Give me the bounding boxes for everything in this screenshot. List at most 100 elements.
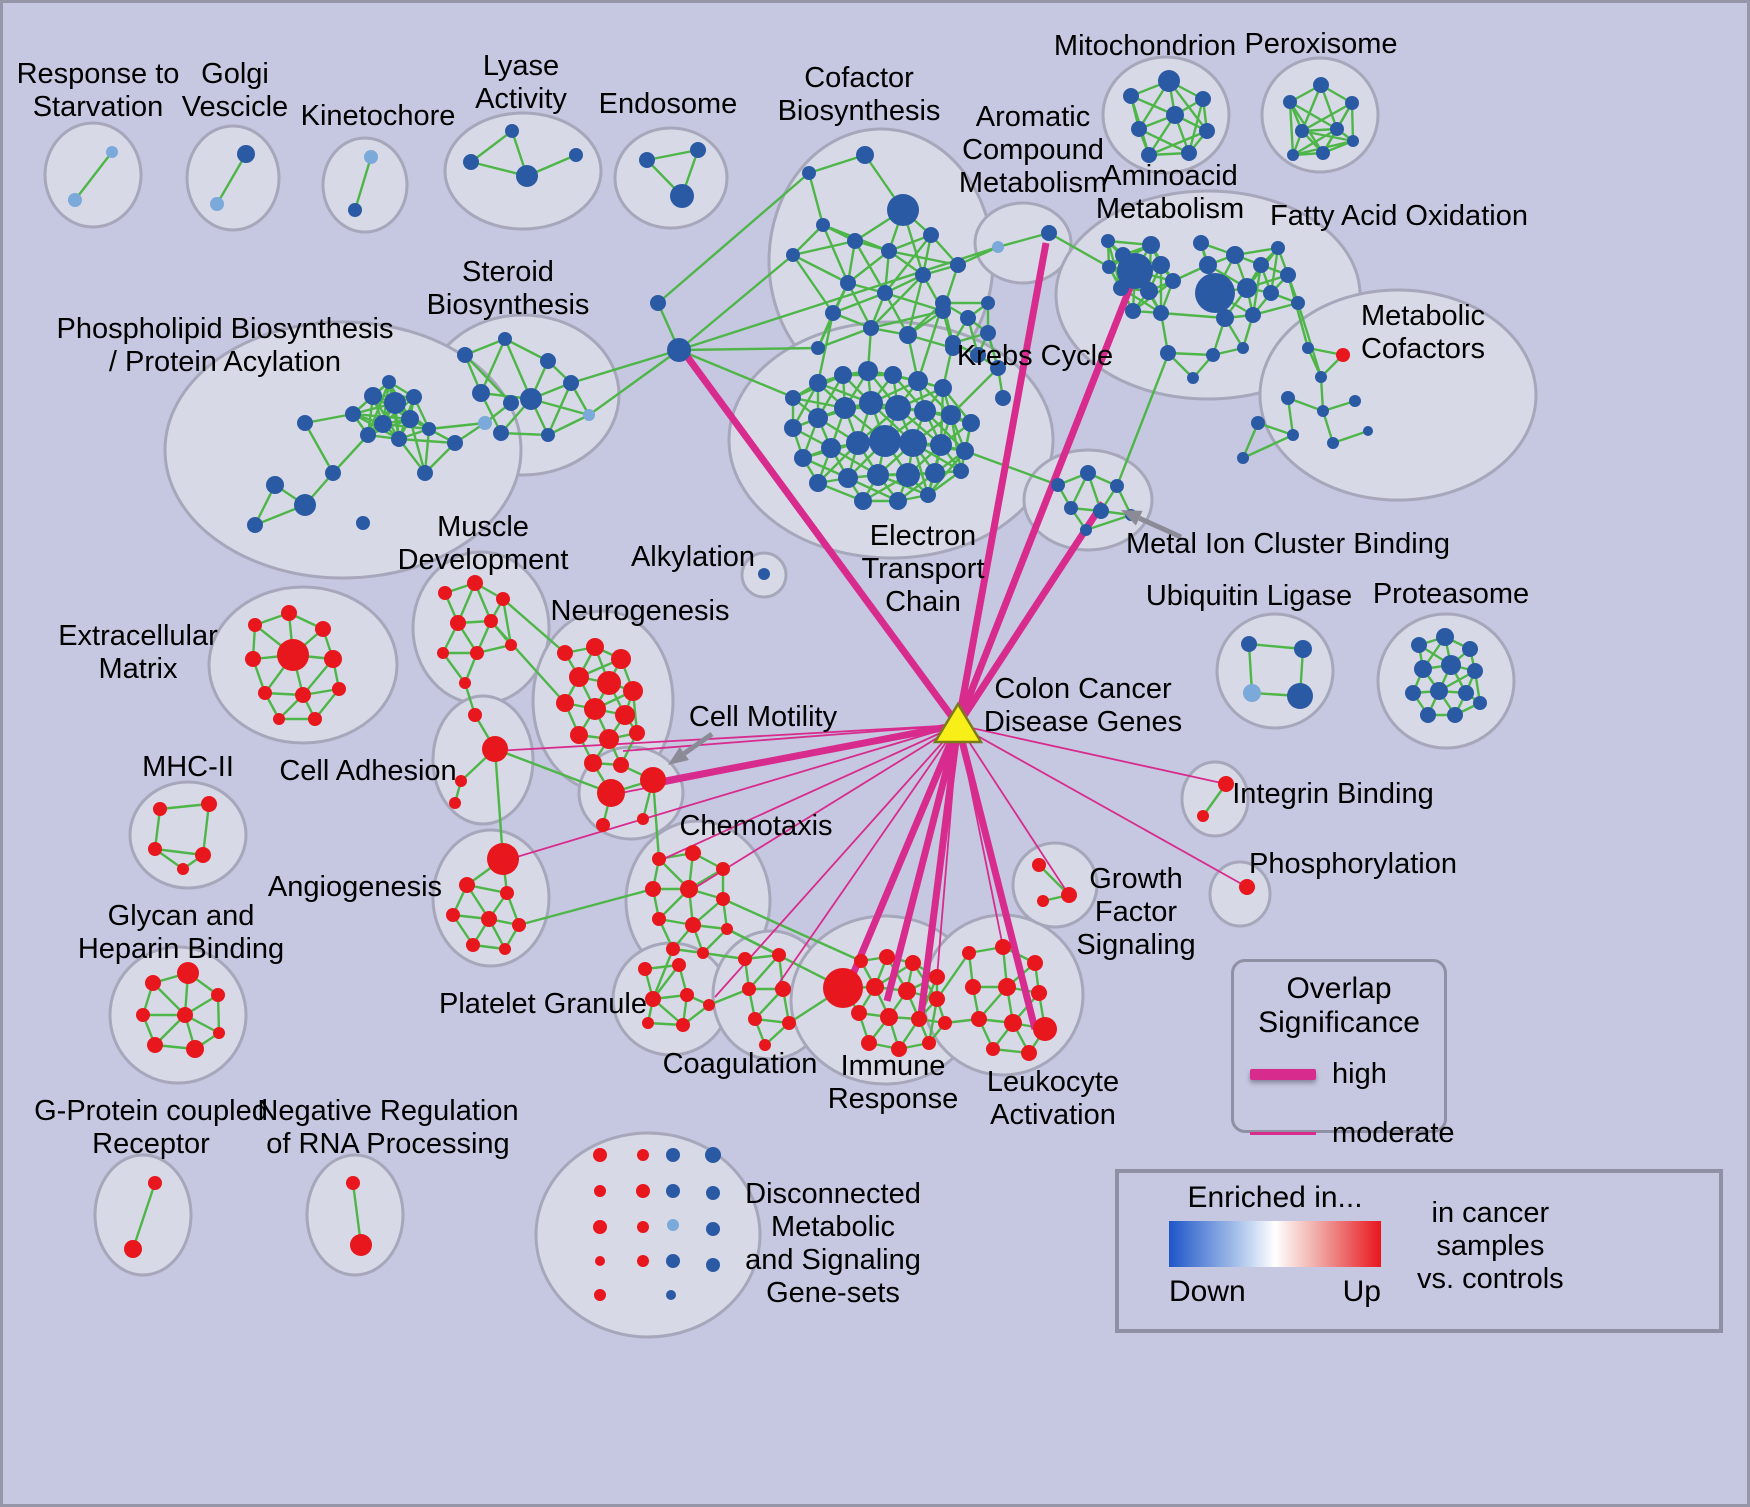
gene-set-node <box>468 708 482 722</box>
gene-set-node <box>177 863 189 875</box>
enrichment-legend: Enriched in... Down Up in cancer samples… <box>1115 1169 1723 1333</box>
gene-set-node <box>962 414 980 432</box>
gene-set-node <box>934 379 952 397</box>
gene-set-node <box>455 775 467 787</box>
gene-set-node <box>1187 372 1199 384</box>
gene-set-node <box>505 124 519 138</box>
gene-set-node <box>638 962 652 976</box>
gene-set-node <box>346 1176 360 1190</box>
gene-set-node <box>595 1256 605 1266</box>
disease-overlap-edge-moderate <box>622 724 959 752</box>
disease-overlap-edge-moderate <box>774 724 959 990</box>
gene-set-node <box>446 908 460 922</box>
gene-set-overlap-edge <box>501 598 513 646</box>
gene-set-node <box>929 991 945 1007</box>
gene-set-node <box>1313 77 1329 93</box>
gene-set-node <box>1218 776 1234 792</box>
cluster-label-ubiquitin-ligase: Ubiquitin Ligase <box>1146 580 1352 612</box>
gene-set-node <box>880 1008 898 1026</box>
gene-set-node <box>315 621 331 637</box>
gene-set-node <box>406 389 422 405</box>
gene-set-node <box>1327 437 1339 449</box>
gene-set-node <box>637 1255 649 1267</box>
gene-set-node <box>706 1258 720 1272</box>
gene-set-node <box>676 1018 690 1032</box>
gene-set-node <box>637 1149 649 1161</box>
gene-set-overlap-edge <box>215 153 248 205</box>
gene-set-node <box>866 978 884 996</box>
gene-set-node <box>1125 303 1141 319</box>
gene-set-node <box>697 947 709 959</box>
gene-set-node <box>1430 682 1448 700</box>
gene-set-node <box>847 233 863 249</box>
gene-set-node <box>148 842 162 856</box>
cluster-label-endosome: Endosome <box>599 88 738 120</box>
gene-set-node <box>929 969 945 985</box>
cluster-aromatic-compound-metabolism-ellipse <box>973 201 1073 285</box>
cluster-label-peroxisome: Peroxisome <box>1244 28 1397 60</box>
bridge-edge <box>518 887 654 927</box>
gene-set-node <box>438 586 452 600</box>
gene-set-node <box>685 845 701 861</box>
gene-set-node <box>294 494 316 516</box>
bridge-edge <box>702 951 746 961</box>
gene-set-node <box>986 1042 1000 1056</box>
gene-set-node <box>1473 696 1487 710</box>
gene-set-overlap-edge <box>884 234 932 294</box>
gene-set-node <box>899 429 927 457</box>
gene-set-node <box>472 384 490 402</box>
gene-set-node <box>877 285 893 301</box>
bridge-edge <box>678 346 819 352</box>
gene-set-node <box>642 1017 654 1029</box>
gene-set-node <box>1061 887 1077 903</box>
gene-set-overlap-edge <box>74 151 113 201</box>
gene-set-node <box>721 923 733 935</box>
gene-set-node <box>467 575 483 591</box>
cluster-angiogenesis-ellipse <box>431 828 551 968</box>
enrichment-caption-line1: in cancer <box>1431 1197 1550 1229</box>
gene-set-node <box>295 687 311 703</box>
bridge-edge <box>494 747 612 795</box>
gene-set-node <box>487 843 519 875</box>
gene-set-node <box>540 353 556 369</box>
disease-overlap-edge-high <box>954 242 1050 726</box>
gene-set-node <box>345 406 361 422</box>
gene-set-node <box>1195 273 1235 313</box>
gene-set-node <box>834 397 856 419</box>
disease-overlap-edge-high <box>683 352 961 728</box>
gene-set-node <box>898 982 916 1000</box>
gene-set-node <box>834 366 852 384</box>
cluster-label-alkylation: Alkylation <box>631 541 755 573</box>
gene-set-overlap-edge <box>546 382 573 436</box>
gene-set-overlap-edge <box>870 274 924 329</box>
gene-set-node <box>1251 416 1265 430</box>
gene-set-overlap-edge <box>1248 642 1304 651</box>
gene-set-overlap-edge <box>1242 433 1294 460</box>
gene-set-node <box>584 698 606 720</box>
cluster-endosome-ellipse <box>613 126 729 230</box>
gene-set-node <box>706 1186 720 1200</box>
gene-set-node <box>636 1184 650 1198</box>
gene-set-node <box>597 779 625 807</box>
gene-set-overlap-edge <box>201 803 211 856</box>
gene-set-overlap-edge <box>366 381 391 436</box>
gene-set-node <box>1113 280 1129 296</box>
gene-set-node <box>1363 426 1373 436</box>
gene-set-node <box>195 847 211 863</box>
gene-set-overlap-edge <box>1301 101 1353 133</box>
enrichment-up-label: Up <box>1342 1275 1381 1308</box>
gene-set-overlap-edge <box>479 338 507 394</box>
gene-set-node <box>1226 246 1244 264</box>
gene-set-node <box>971 1011 987 1027</box>
overlap-legend-moderate-row: moderate <box>1250 1117 1455 1150</box>
gene-set-node <box>484 614 498 628</box>
enrichment-gradient-column: Enriched in... Down Up <box>1169 1181 1381 1309</box>
cluster-label-angiogenesis: Angiogenesis <box>268 871 442 903</box>
gene-set-node <box>557 645 573 661</box>
gene-set-node <box>273 713 285 725</box>
bridge-edge <box>678 348 796 400</box>
gene-set-node <box>1237 452 1249 464</box>
